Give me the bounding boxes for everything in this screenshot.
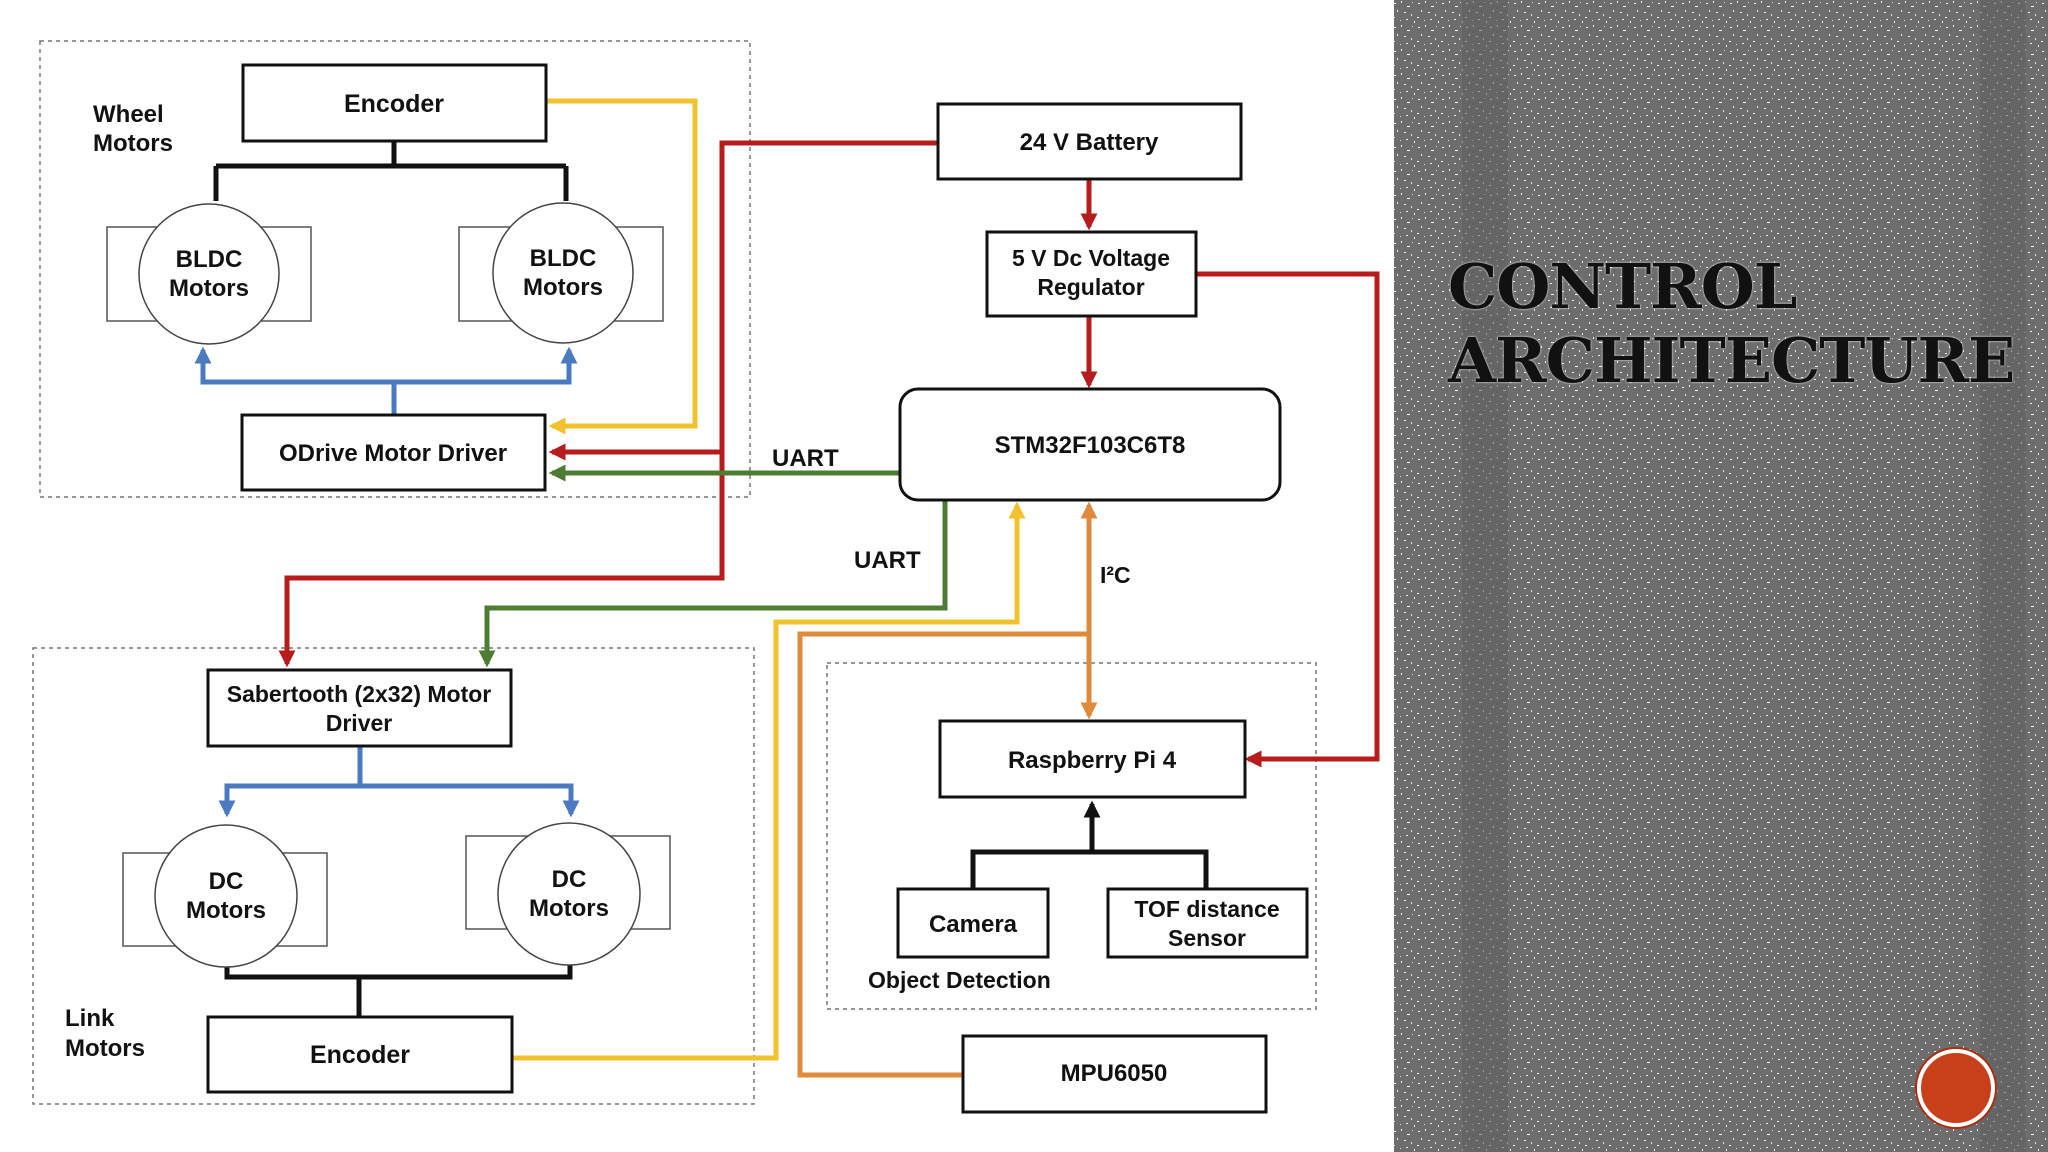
- tof-box: [1106, 887, 1309, 959]
- link-motors-label-line2: Motors: [65, 1035, 145, 1062]
- wheel-motors-label-line1: Wheel: [93, 101, 164, 128]
- dc-to-encoder-bottom-link: [224, 965, 573, 1016]
- dc-left-motor: [154, 824, 298, 968]
- tof-label-line1: TOF distance: [1134, 896, 1279, 922]
- bldc-right-label-line2: Motors: [523, 274, 603, 301]
- encoder-bottom-label: Encoder: [310, 1041, 410, 1069]
- sabertooth-label-line2: Driver: [326, 710, 393, 736]
- power-wire-to-odrive: [548, 140, 938, 461]
- uart-mid-label: UART: [854, 547, 921, 574]
- dc-left-label-line2: Motors: [186, 897, 266, 924]
- bldc-left-label-line2: Motors: [169, 275, 249, 302]
- regulator-label-line2: Regulator: [1037, 274, 1144, 300]
- bldc-right-motor: [492, 202, 634, 344]
- camera-box: [896, 887, 1050, 959]
- encoder-wire-bottom-to-stm32: [512, 501, 1026, 1061]
- drive-wire-odrive-to-bldc-right: [394, 346, 578, 385]
- bldc-left-motor: [138, 203, 280, 345]
- odrive-box: [240, 413, 547, 492]
- panel-dark-band-right: [1980, 0, 2026, 1152]
- sabertooth-label-line1: Sabertooth (2x32) Motor: [227, 681, 492, 707]
- regulator-label-line1: 5 V Dc Voltage: [1012, 245, 1170, 271]
- sensors-to-raspberry-link: [970, 804, 1209, 888]
- object-detection-group: [826, 662, 1317, 1010]
- object-detection-label: Object Detection: [868, 967, 1051, 993]
- encoder-wire-top-to-odrive: [546, 98, 698, 435]
- i2c-label: I²C: [1100, 562, 1131, 588]
- power-wire-regulator-to-raspberry: [1196, 271, 1380, 768]
- drive-wire-sabertooth-to-dc-right: [360, 783, 580, 818]
- mpu-box: [961, 1034, 1268, 1114]
- mpu-label: MPU6050: [1061, 1060, 1168, 1087]
- battery-box: [936, 102, 1243, 181]
- bldc-left-label-line1: BLDC: [176, 246, 243, 273]
- panel-dark-band-left: [1462, 0, 1508, 1152]
- dc-right-label-line1: DC: [552, 866, 587, 893]
- slide-title-line2: ARCHITECTURE: [1448, 324, 2015, 397]
- slide-nav-button[interactable]: [1917, 1049, 1995, 1127]
- raspberry-box: [938, 719, 1247, 799]
- drive-wire-sabertooth-to-dc-left: [218, 746, 363, 818]
- raspberry-label: Raspberry Pi 4: [1008, 747, 1177, 774]
- regulator-box: [985, 230, 1198, 318]
- encoder-top-to-bldc-link: [213, 141, 569, 201]
- wheel-motors-label-line2: Motors: [93, 130, 173, 157]
- stm32-label: STM32F103C6T8: [995, 432, 1186, 459]
- dc-right-motor: [497, 822, 641, 966]
- wheel-motors-group: [39, 40, 751, 498]
- i2c-wire-mpu: [797, 631, 1089, 1078]
- encoder-bottom-box: [206, 1015, 514, 1094]
- camera-label: Camera: [929, 911, 1018, 938]
- dc-right-label-line2: Motors: [529, 895, 609, 922]
- odrive-label: ODrive Motor Driver: [279, 440, 507, 467]
- tof-label-line2: Sensor: [1168, 925, 1246, 951]
- power-wire-to-sabertooth: [278, 452, 725, 668]
- battery-label: 24 V Battery: [1020, 129, 1159, 156]
- drive-wire-odrive-to-bldc-left: [194, 346, 397, 414]
- dc-left-label-line1: DC: [209, 868, 244, 895]
- encoder-top-box: [241, 63, 548, 143]
- link-motors-group: [32, 647, 755, 1105]
- sabertooth-box: [206, 668, 513, 748]
- uart-wire-to-sabertooth: [478, 500, 948, 668]
- uart-top-label: UART: [772, 445, 839, 472]
- slide-title-line1: CONTROL: [1448, 250, 1797, 323]
- bldc-right-label-line1: BLDC: [530, 245, 597, 272]
- link-motors-label-line1: Link: [65, 1005, 115, 1032]
- slide-title: CONTROL ARCHITECTURE: [1448, 250, 2015, 398]
- stm32-box: [898, 387, 1282, 502]
- encoder-top-label: Encoder: [344, 90, 444, 118]
